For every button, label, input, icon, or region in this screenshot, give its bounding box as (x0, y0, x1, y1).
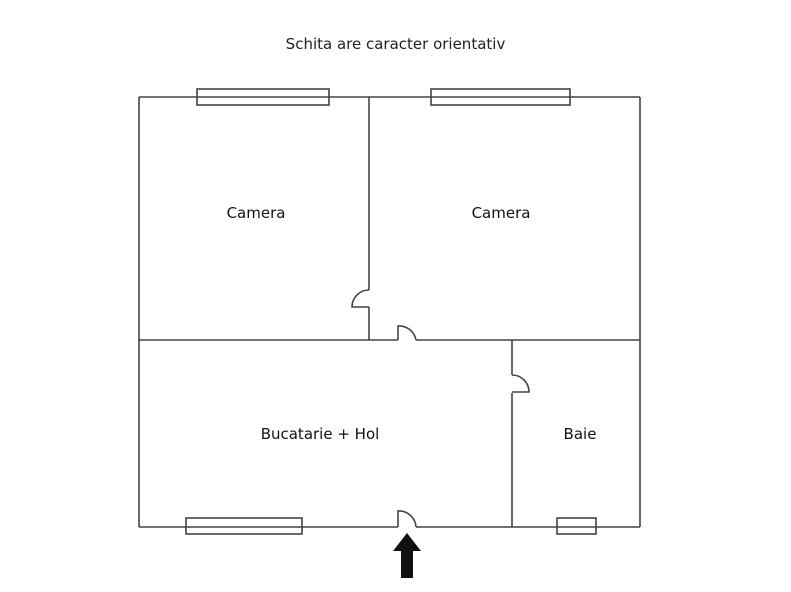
door-camera-left (351, 289, 370, 308)
door-entrance (397, 510, 417, 528)
room-label-bucatarie-hol: Bucatarie + Hol (260, 425, 380, 443)
window-bottom-left (185, 517, 303, 535)
room-label-camera-1: Camera (226, 204, 286, 222)
entrance-arrow-icon (393, 533, 421, 578)
room-label-baie: Baie (563, 425, 597, 443)
diagram-title: Schita are caracter orientativ (285, 35, 506, 53)
window-bottom-right (556, 517, 597, 535)
door-camera-right (397, 325, 417, 341)
door-baie (511, 374, 530, 393)
room-label-camera-2: Camera (471, 204, 531, 222)
